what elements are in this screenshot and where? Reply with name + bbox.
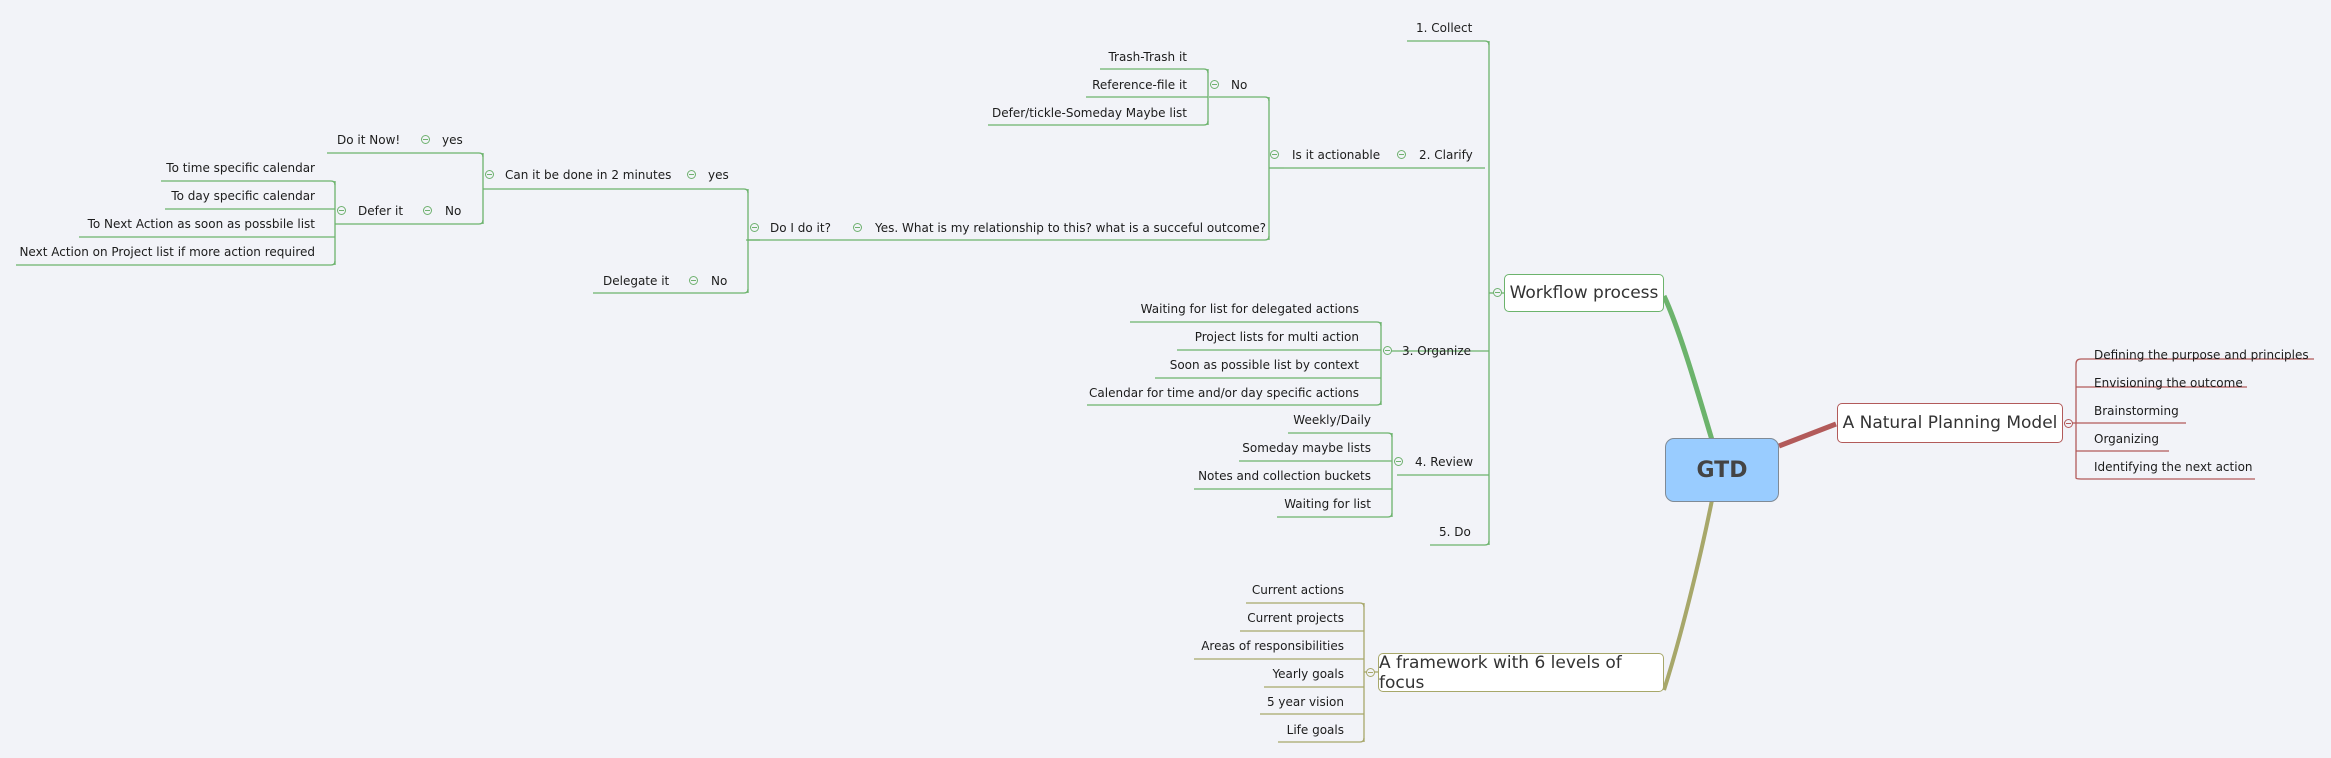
review-item[interactable]: Weekly/Daily: [1293, 413, 1371, 427]
collapse-icon[interactable]: [750, 223, 759, 232]
do-it-now-node[interactable]: Do it Now!: [337, 133, 401, 147]
framework-item[interactable]: Yearly goals: [1272, 667, 1344, 681]
planning-item[interactable]: Brainstorming: [2094, 404, 2179, 418]
framework-item[interactable]: 5 year vision: [1266, 695, 1344, 709]
workflow-process-node[interactable]: Workflow process: [1504, 274, 1664, 312]
review-item[interactable]: Someday maybe lists: [1242, 441, 1371, 455]
framework-item[interactable]: Areas of responsibilities: [1201, 639, 1344, 653]
no-item[interactable]: Trash-Trash it: [1108, 50, 1187, 64]
natural-planning-node[interactable]: A Natural Planning Model: [1837, 403, 2063, 443]
defer-item[interactable]: To time specific calendar: [166, 161, 315, 175]
defer-item[interactable]: To day specific calendar: [171, 189, 315, 203]
framework-item[interactable]: Current projects: [1247, 611, 1344, 625]
organize-item[interactable]: Waiting for list for delegated actions: [1140, 302, 1359, 316]
planning-item[interactable]: Envisioning the outcome: [2094, 376, 2243, 390]
planning-item[interactable]: Organizing: [2094, 432, 2159, 446]
root-node[interactable]: GTD: [1665, 438, 1779, 502]
no-item[interactable]: Reference-file it: [1092, 78, 1187, 92]
collapse-icon[interactable]: [1493, 288, 1502, 297]
defer-item[interactable]: To Next Action as soon as possbile list: [87, 217, 315, 231]
collapse-icon[interactable]: [421, 135, 430, 144]
review-item[interactable]: Notes and collection buckets: [1198, 469, 1371, 483]
review-node[interactable]: 4. Review: [1415, 455, 1474, 469]
framework-item[interactable]: Life goals: [1286, 723, 1344, 737]
collect-node[interactable]: 1. Collect: [1416, 21, 1473, 35]
workflow-label: Workflow process: [1509, 283, 1659, 303]
defer-it-node[interactable]: Defer it: [358, 204, 404, 218]
planning-item[interactable]: Identifying the next action: [2094, 460, 2253, 474]
yes-relationship-node[interactable]: Yes. What is my relationship to this? wh…: [875, 221, 1266, 235]
collapse-icon[interactable]: [1210, 80, 1219, 89]
two-minutes-node[interactable]: Can it be done in 2 minutes: [505, 168, 672, 182]
do-i-do-it-node[interactable]: Do I do it?: [770, 221, 831, 235]
collapse-icon[interactable]: [337, 206, 346, 215]
collapse-icon[interactable]: [485, 170, 494, 179]
defer-item[interactable]: Next Action on Project list if more acti…: [19, 245, 315, 259]
collapse-icon[interactable]: [1383, 346, 1392, 355]
do-node[interactable]: 5. Do: [1439, 525, 1471, 539]
collapse-icon[interactable]: [2064, 419, 2073, 428]
framework-item[interactable]: Current actions: [1251, 583, 1344, 597]
collapse-icon[interactable]: [1366, 668, 1375, 677]
review-item[interactable]: Waiting for list: [1284, 497, 1371, 511]
collapse-icon[interactable]: [1394, 457, 1403, 466]
planning-label: A Natural Planning Model: [1842, 413, 2058, 433]
delegate-it-node[interactable]: Delegate it: [603, 274, 670, 288]
root-label: GTD: [1696, 457, 1748, 483]
organize-item[interactable]: Calendar for time and/or day specific ac…: [1089, 386, 1359, 400]
no-item[interactable]: Defer/tickle-Someday Maybe list: [991, 106, 1187, 120]
organize-item[interactable]: Soon as possible list by context: [1169, 358, 1359, 372]
no-node[interactable]: No: [711, 274, 728, 288]
yes-node[interactable]: yes: [442, 133, 463, 147]
no-node[interactable]: No: [1231, 78, 1248, 92]
collapse-icon[interactable]: [1270, 150, 1279, 159]
no-node[interactable]: No: [445, 204, 462, 218]
organize-node[interactable]: 3. Organize: [1402, 344, 1472, 358]
collapse-icon[interactable]: [689, 276, 698, 285]
framework-node[interactable]: A framework with 6 levels of focus: [1378, 652, 1664, 693]
is-actionable-node[interactable]: Is it actionable: [1292, 148, 1381, 162]
clarify-node[interactable]: 2. Clarify: [1419, 148, 1473, 162]
organize-item[interactable]: Project lists for multi action: [1194, 330, 1359, 344]
framework-label: A framework with 6 levels of focus: [1379, 652, 1622, 693]
planning-item[interactable]: Defining the purpose and principles: [2094, 348, 2309, 362]
collapse-icon[interactable]: [687, 170, 696, 179]
yes-node[interactable]: yes: [708, 168, 729, 182]
collapse-icon[interactable]: [1397, 150, 1406, 159]
collapse-icon[interactable]: [423, 206, 432, 215]
collapse-icon[interactable]: [853, 223, 862, 232]
